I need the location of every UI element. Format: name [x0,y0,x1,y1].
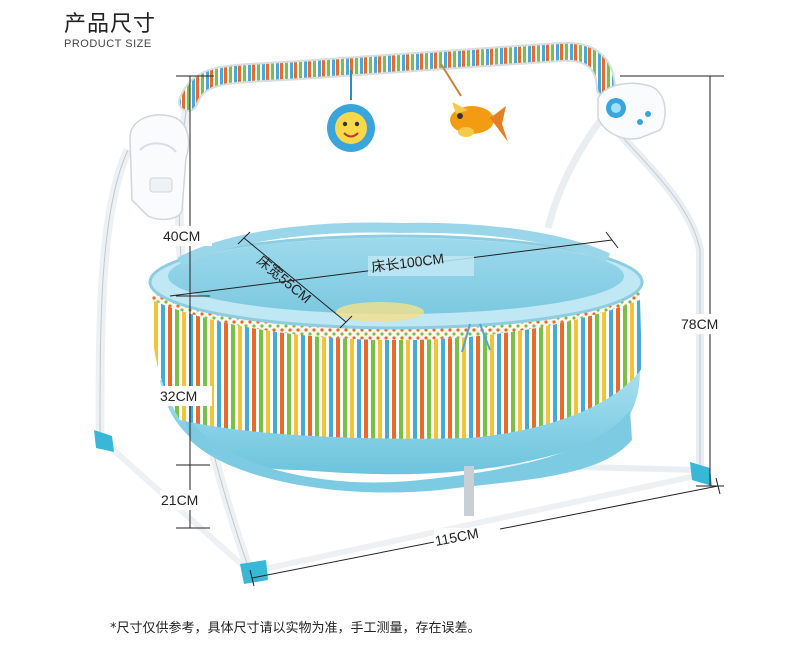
page-title: 产品尺寸 [64,12,157,37]
label-bg-100 [368,256,474,276]
disclaimer-footnote: *尺寸仅供参考，具体尺寸请以实物为准，手工测量，存在误差。 [110,621,481,636]
cradle-basket [148,222,644,516]
fish-toy [440,63,508,142]
toy-arch-bar [178,41,616,112]
page-subtitle: PRODUCT SIZE [64,38,152,50]
left-motor-box [129,114,190,221]
right-music-box [597,82,666,140]
dim-canopy-height: 40CM [163,228,200,244]
label-bg-32 [160,386,212,406]
dim-leg-height: 21CM [161,492,198,508]
label-bg-21 [160,490,212,510]
dimension-lines [169,75,724,587]
label-bg-78 [680,314,736,334]
frame-feet [94,430,712,584]
label-bg-40 [162,226,212,246]
sun-toy [327,70,375,152]
dim-total-height: 78CM [681,316,718,332]
dim-basket-height: 32CM [160,388,197,404]
label-bg-115 [434,528,500,548]
